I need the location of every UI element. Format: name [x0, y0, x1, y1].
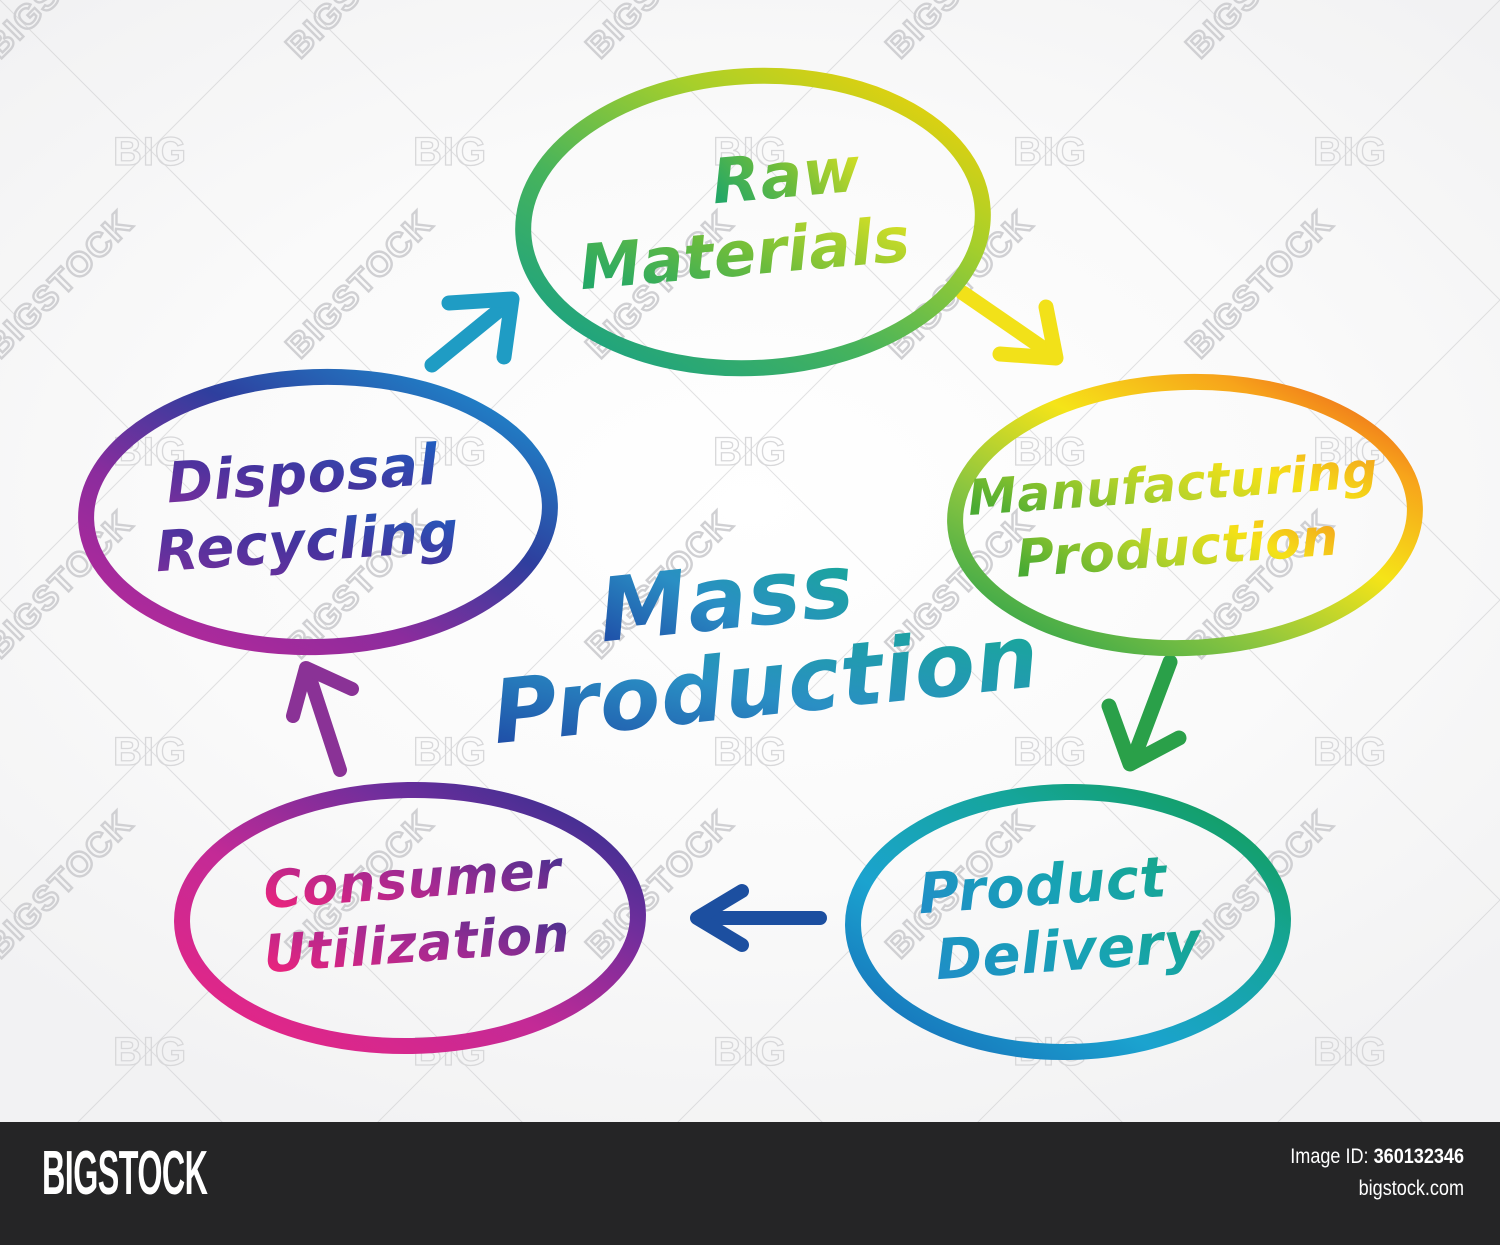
watermark-grid — [0, 0, 1500, 1122]
site-url: bigstock.com — [1358, 1177, 1464, 1200]
watermark-big-text: BIG — [413, 430, 487, 474]
watermark-big-text: BIG — [1013, 730, 1087, 774]
watermark-big-text: BIG — [713, 130, 787, 174]
watermark-big-text: BIG — [1013, 430, 1087, 474]
arrow-disposal-to-raw — [424, 291, 520, 373]
watermark-big-text: BIG — [413, 130, 487, 174]
watermark-big-text: BIG — [713, 1030, 787, 1074]
watermark-big-text: BIG — [713, 430, 787, 474]
arrow-manufacturing-to-delivery — [1101, 654, 1187, 772]
node-label-product-delivery: Product Delivery — [916, 845, 1205, 993]
node-label-line2: Materials — [576, 203, 913, 305]
watermark-big-text: BIG — [1013, 130, 1087, 174]
arrow-consumer-to-disposal — [286, 661, 359, 777]
node-label-disposal-recycling: Disposal Recycling — [153, 433, 461, 586]
watermark-big-labels: BIG BIG BIG BIG BIG BIG BIG BIG BIG BIG … — [112, 129, 1387, 1074]
node-label-manufacturing-production: Manufacturing Production — [966, 442, 1380, 590]
image-id-row: Image ID: 360132346 — [1290, 1142, 1464, 1172]
node-label-consumer-utilization: Consumer Utilization — [262, 840, 572, 985]
footer-meta: Image ID: 360132346 bigstock.com — [1262, 1142, 1464, 1206]
watermark-big-text: BIG — [1313, 1030, 1387, 1074]
node-outline-disposal-recycling — [78, 368, 558, 656]
image-id-value: 360132346 — [1373, 1145, 1464, 1168]
watermark-big-text: BIG — [713, 730, 787, 774]
footer-bar: BIGSTOCK Image ID: 360132346 bigstock.co… — [0, 1122, 1500, 1245]
watermark-big-text: BIG — [113, 730, 187, 774]
diagram-layer: Raw Materials Manufacturing Production P… — [78, 67, 1423, 1061]
watermark-big-text: BIG — [113, 130, 187, 174]
node-label-line1: Raw — [709, 133, 863, 219]
diagram-canvas: BIG BIG BIG BIG BIG BIG BIG BIG BIG BIG … — [0, 0, 1500, 1122]
node-outline-consumer-utilization — [174, 781, 646, 1055]
watermark-big-text: BIG — [1313, 130, 1387, 174]
arrow-raw-to-manufacturing — [955, 285, 1064, 366]
arrow-delivery-to-consumer — [690, 884, 827, 952]
node-outline-manufacturing-production — [947, 373, 1423, 657]
watermark-big-text: BIG — [1313, 730, 1387, 774]
node-label-raw-materials: Raw Materials — [576, 133, 913, 305]
bigstock-logo: BIGSTOCK — [42, 1139, 208, 1208]
node-outline-product-delivery — [845, 783, 1291, 1061]
watermark-big-text: BIG — [413, 730, 487, 774]
image-id-label: Image ID: — [1290, 1145, 1369, 1168]
node-outline-raw-materials — [515, 67, 991, 377]
watermark-big-text: BIG — [113, 1030, 187, 1074]
